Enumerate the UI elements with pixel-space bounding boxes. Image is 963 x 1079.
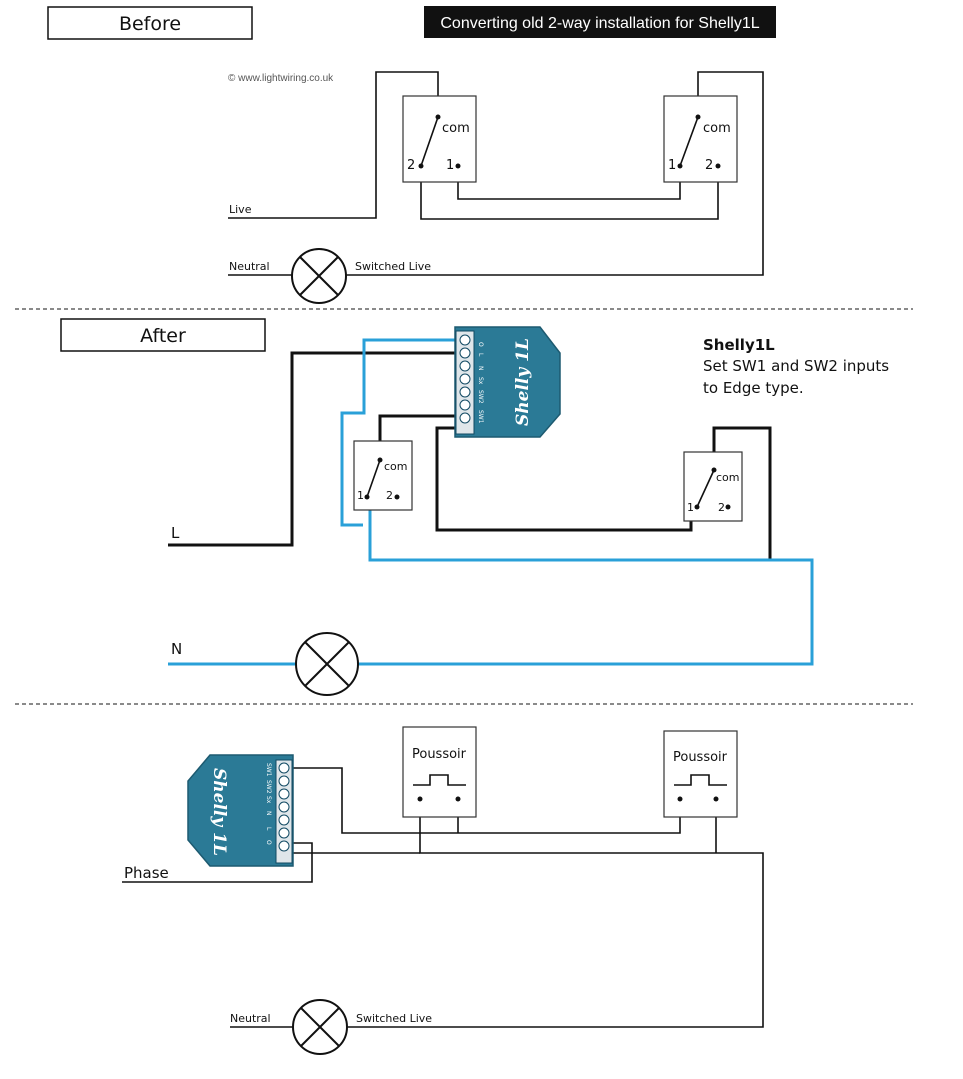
switched-blue-wire (358, 497, 814, 666)
switched-live-label: Switched Live (355, 260, 431, 273)
svg-text:L: L (265, 827, 272, 831)
strapper-wire-2 (420, 166, 719, 220)
note-title: Shelly1L (703, 336, 775, 354)
before-lamp (291, 248, 347, 304)
phase-label: Phase (124, 864, 169, 882)
note-line-1: Set SW1 and SW2 inputs (703, 357, 889, 375)
third-diagram: Poussoir Poussoir SW1 SW2 Sx (122, 726, 764, 1055)
third-neutral-label: Neutral (230, 1012, 271, 1025)
sw-wire-right (435, 426, 693, 532)
copyright-text: © www.lightwiring.co.uk (228, 73, 334, 84)
svg-text:com: com (716, 471, 740, 484)
svg-text:SW1: SW1 (477, 410, 484, 424)
after-shelly-device: O L N Sx SW2 SW1 Shelly 1L (454, 326, 561, 438)
svg-text:2: 2 (386, 489, 393, 502)
after-heading: After (60, 318, 266, 352)
title-banner-text: Converting old 2-way installation for Sh… (440, 15, 759, 32)
after-device-label: Shelly 1L (513, 338, 533, 426)
after-diagram: com 1 2 com 1 2 O L N (168, 326, 889, 696)
third-lamp (292, 999, 348, 1055)
svg-text:N: N (265, 811, 272, 816)
svg-text:com: com (703, 121, 731, 136)
svg-text:SW2: SW2 (265, 780, 272, 794)
svg-text:SW2: SW2 (477, 390, 484, 404)
pushbutton-return-wire (346, 800, 764, 1028)
svg-text:2: 2 (705, 158, 713, 173)
l-wire (168, 351, 460, 547)
sw1-wire (290, 767, 681, 834)
before-switch-left: com 2 1 (402, 95, 477, 183)
svg-text:N: N (477, 366, 484, 371)
svg-text:1: 1 (446, 158, 454, 173)
svg-text:1: 1 (357, 489, 364, 502)
neutral-label: Neutral (229, 260, 270, 273)
third-switched-live-label: Switched Live (356, 1012, 432, 1025)
svg-text:1: 1 (687, 501, 694, 514)
o-wire (340, 338, 460, 527)
live-label: Live (229, 203, 252, 216)
third-device-label: Shelly 1L (209, 768, 229, 856)
push-left-label: Poussoir (412, 747, 467, 762)
after-heading-text: After (140, 325, 186, 347)
svg-text:O: O (477, 342, 484, 347)
switched-live-wire (346, 71, 764, 276)
svg-text:2: 2 (718, 501, 725, 514)
third-shelly-device: SW1 SW2 Sx N L O Shelly 1L (187, 754, 294, 867)
live-wire (228, 71, 439, 219)
note-line-2: to Edge type. (703, 379, 804, 397)
before-heading-text: Before (119, 13, 181, 35)
push-button-left: Poussoir (402, 726, 477, 818)
title-banner: Converting old 2-way installation for Sh… (424, 6, 776, 38)
l-label: L (171, 524, 180, 542)
after-switch-left: com 1 2 (353, 440, 413, 511)
after-lamp (295, 632, 359, 696)
push-button-right: Poussoir (663, 730, 738, 818)
com-right-wire (712, 426, 772, 560)
svg-text:O: O (265, 840, 272, 845)
svg-text:com: com (442, 121, 470, 136)
after-switch-right: com 1 2 (683, 451, 743, 522)
svg-text:com: com (384, 460, 408, 473)
svg-text:L: L (477, 353, 484, 357)
before-switch-right: com 1 2 (663, 95, 738, 183)
before-heading: Before (47, 6, 253, 40)
svg-text:Sx: Sx (477, 377, 484, 385)
phase-wire (122, 842, 313, 883)
push-right-label: Poussoir (673, 750, 728, 765)
svg-text:SW1: SW1 (265, 763, 272, 777)
svg-text:Sx: Sx (265, 796, 272, 804)
svg-text:2: 2 (407, 158, 415, 173)
before-diagram: © www.lightwiring.co.uk com 2 1 com 1 (228, 71, 764, 304)
svg-text:1: 1 (668, 158, 676, 173)
strapper-wire-1 (457, 166, 681, 200)
n-label: N (171, 640, 182, 658)
